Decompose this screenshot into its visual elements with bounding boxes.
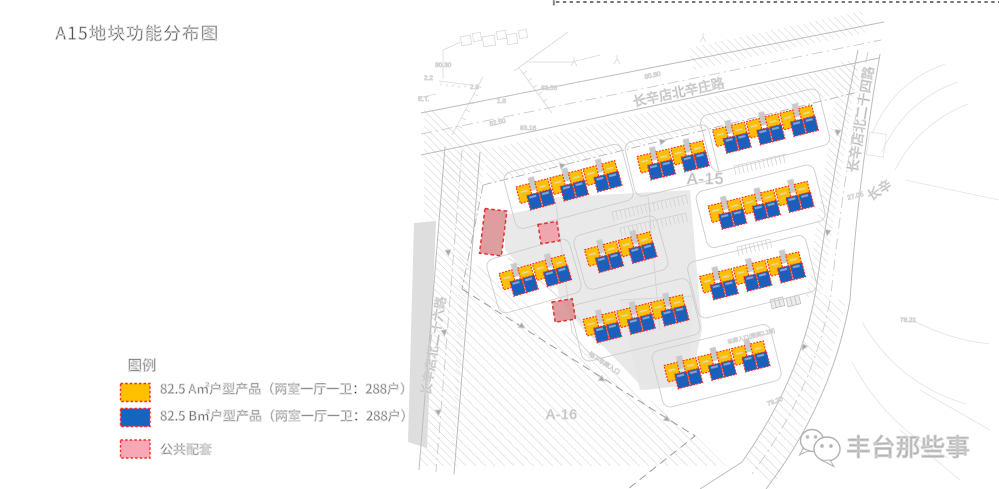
- svg-text:90.30: 90.30: [435, 62, 452, 69]
- svg-text:2.8: 2.8: [470, 84, 479, 91]
- svg-text:83.56: 83.56: [541, 85, 558, 92]
- svg-text:A-15: A-15: [687, 171, 725, 188]
- svg-text:82.50: 82.50: [489, 118, 507, 128]
- svg-text:E.T.: E.T.: [418, 96, 429, 103]
- svg-text:83.16: 83.16: [520, 125, 537, 132]
- svg-text:80.80: 80.80: [644, 71, 662, 81]
- svg-text:1.8: 1.8: [497, 98, 506, 105]
- svg-text:27.05: 27.05: [847, 191, 865, 202]
- svg-text:2.2: 2.2: [424, 75, 433, 82]
- svg-text:78.21: 78.21: [900, 317, 917, 324]
- svg-text:A-16: A-16: [546, 407, 578, 422]
